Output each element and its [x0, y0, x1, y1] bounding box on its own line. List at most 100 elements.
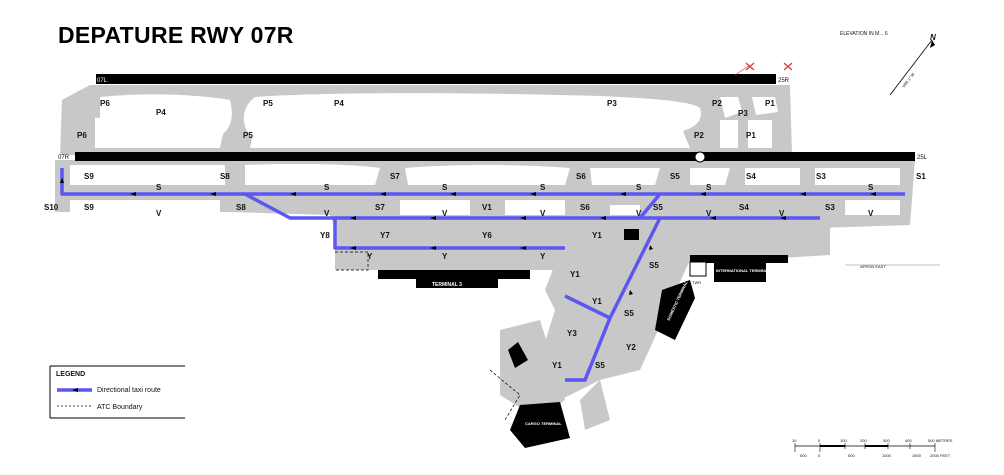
twy-label: P2 — [712, 99, 722, 108]
domestic-terminal-building — [655, 280, 695, 340]
magnetic-note: VAR 1° W — [901, 71, 916, 88]
twy-label: S3 — [816, 172, 826, 181]
rwy-07l-label: 07L — [97, 78, 108, 84]
route-s5-link — [638, 192, 662, 220]
twy-label: S — [540, 183, 546, 192]
scale-ft-tick: 500 — [848, 453, 855, 458]
buildings — [378, 229, 788, 448]
twy-label: P2 — [694, 131, 704, 140]
twy-label: V — [636, 209, 642, 218]
scale-m-tick: 100 — [840, 438, 847, 443]
twy-label: V — [442, 209, 448, 218]
legend-route-label: Directional taxi route — [97, 387, 161, 394]
twy-label: S — [324, 183, 330, 192]
twy-label: S — [442, 183, 448, 192]
twy-label: S5 — [624, 309, 634, 318]
twy-label: S7 — [390, 172, 400, 181]
twy-label: Y2 — [626, 343, 636, 352]
grass-islands-north — [95, 93, 778, 148]
twy-label: P1 — [765, 99, 775, 108]
twy-label: Y3 — [567, 329, 577, 338]
twy-label: S7 — [375, 203, 385, 212]
legend-boundary-label: ATC Boundary — [97, 404, 143, 411]
twy-label: V — [156, 209, 162, 218]
intl-terminal-roof — [690, 255, 788, 263]
twy-label: S5 — [649, 261, 659, 270]
twy-label: S — [636, 183, 642, 192]
scale-ft-tick: 500 — [800, 453, 807, 458]
scale-ft-tick: 1000 — [882, 453, 892, 458]
twy-label: Y6 — [482, 231, 492, 240]
taxiway-labels: P6 P4 P5 P4 P3 P2 P1 P3 P6 P5 P2 P1 S9 S… — [44, 99, 926, 370]
route-y — [333, 218, 565, 250]
elevation-note: ELEVATION IN M... 6 — [840, 31, 888, 37]
route-s — [60, 168, 905, 196]
chart-title: DEPATURE RWY 07R — [58, 22, 294, 48]
twy-label: S6 — [580, 203, 590, 212]
scale-m-tick: 300 — [883, 438, 890, 443]
twy-label: V1 — [482, 203, 492, 212]
north-arrow: N VAR 1° W — [889, 33, 936, 96]
scale-m-tick: 10 — [792, 438, 797, 443]
terminal-block — [378, 270, 530, 279]
twy-label: Y1 — [570, 270, 580, 279]
twy-label: S5 — [653, 203, 663, 212]
twy-label: V — [324, 209, 330, 218]
scale-m-tick: 0 — [818, 438, 821, 443]
cargo-terminal-label: CARGO TERMINAL — [525, 421, 562, 426]
intl-terminal-label: INTERNATIONAL TERMINAL — [716, 268, 771, 273]
twy-label: Y1 — [592, 231, 602, 240]
rwy-25l-label: 25L — [917, 155, 928, 161]
twy-label: P1 — [746, 131, 756, 140]
scale-bar: 10 0 100 200 300 400 500 METRES 500 0 50… — [792, 438, 953, 458]
scale-m-tick: 500 METRES — [928, 438, 953, 443]
twy-label: P5 — [263, 99, 273, 108]
twy-label: S — [156, 183, 162, 192]
twy-label: Y7 — [380, 231, 390, 240]
twy-label: Y — [367, 252, 373, 261]
twy-label: S9 — [84, 172, 94, 181]
route-y1 — [564, 294, 611, 320]
rwy-25r-label: 25R — [778, 78, 790, 84]
scale-ft-tick: 2000 FEET — [930, 453, 951, 458]
twy-label: P6 — [77, 131, 87, 140]
terminal-label: TERMINAL 3 — [432, 282, 462, 288]
runway-south — [75, 152, 915, 161]
tower-building — [689, 261, 707, 277]
hold-point-icon — [694, 151, 706, 163]
twy-label: S8 — [236, 203, 246, 212]
twy-label: S6 — [576, 172, 586, 181]
rwy-07r-label: 07R — [58, 155, 70, 161]
scale-ft-tick: 1500 — [912, 453, 922, 458]
runway-north — [96, 74, 776, 84]
twy-label: P3 — [607, 99, 617, 108]
north-label: N — [930, 33, 936, 42]
twy-label: V — [540, 209, 546, 218]
route-arrows — [60, 178, 876, 295]
twy-label: S9 — [84, 203, 94, 212]
twy-label: Y1 — [552, 361, 562, 370]
twy-label: P3 — [738, 109, 748, 118]
terminal-building — [416, 279, 498, 288]
closure-cross-icon — [745, 62, 793, 71]
scale-m-tick: 200 — [860, 438, 867, 443]
tower-label: TWR — [692, 280, 701, 285]
twy-label: S5 — [595, 361, 605, 370]
legend: LEGEND Directional taxi route ATC Bounda… — [49, 365, 185, 419]
twy-label: S1 — [916, 172, 926, 181]
twy-label: Y — [540, 252, 546, 261]
scale-m-tick: 400 — [905, 438, 912, 443]
twy-label: P6 — [100, 99, 110, 108]
cargo-shed — [508, 342, 528, 368]
closure-leader-icon — [734, 64, 751, 76]
north-arrow-icon — [889, 39, 933, 96]
twy-label: S4 — [746, 172, 756, 181]
scale-ft-tick: 0 — [818, 453, 821, 458]
twy-label: P4 — [156, 108, 166, 117]
twy-label: Y1 — [592, 297, 602, 306]
cargo-terminal-building — [510, 402, 570, 448]
small-building — [624, 229, 639, 240]
twy-label: P5 — [243, 131, 253, 140]
apron-note: APRON EAST — [860, 264, 886, 269]
